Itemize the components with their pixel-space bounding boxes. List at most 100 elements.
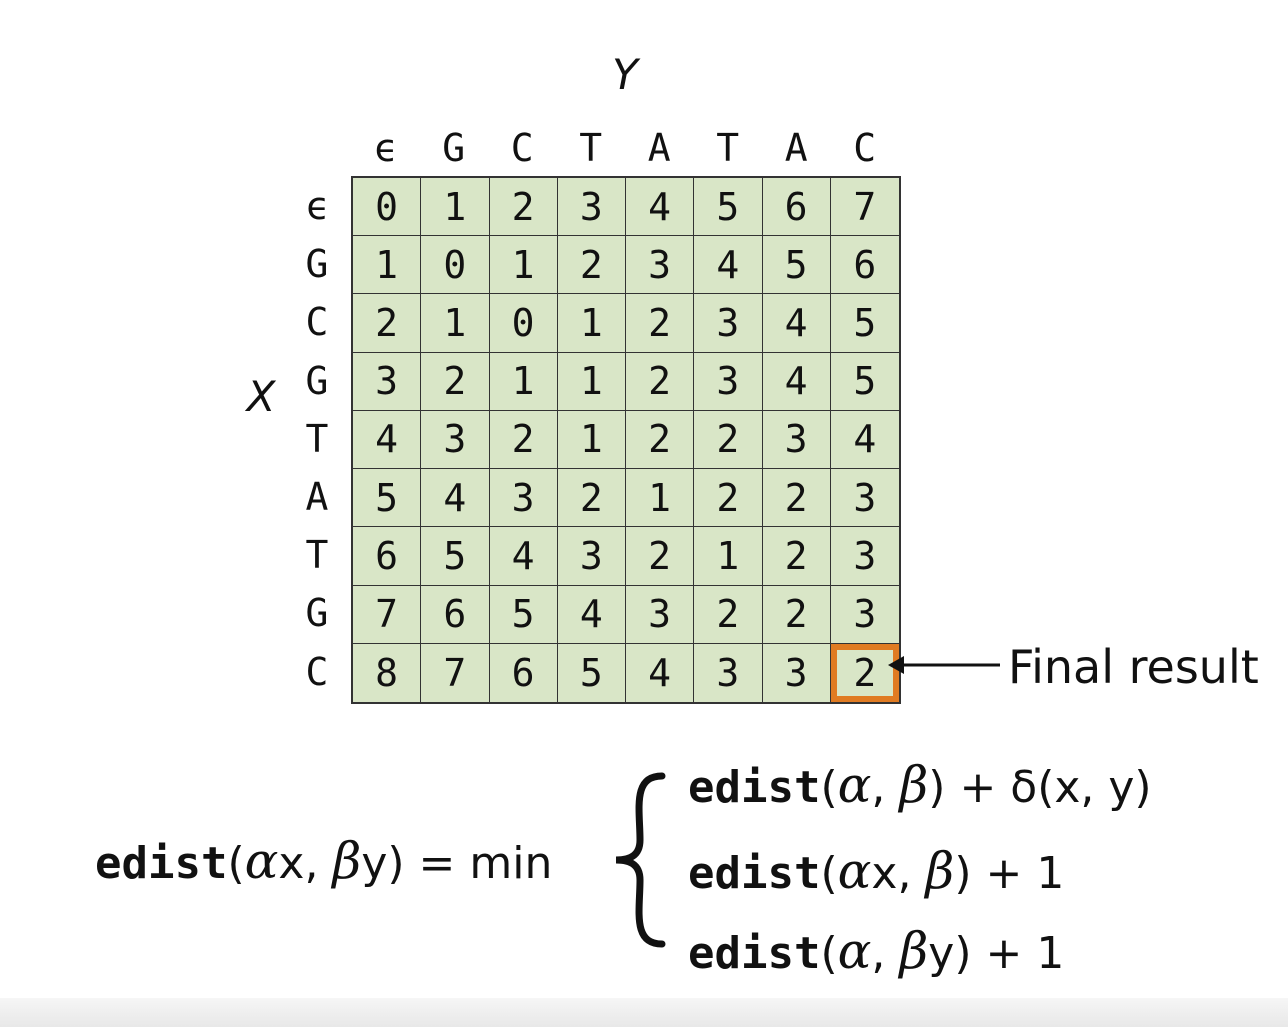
case-2-rest: + 1 (971, 848, 1065, 899)
beta-symbol: β (899, 922, 929, 980)
column-header: A (647, 126, 671, 170)
alpha-symbol: α (837, 756, 872, 814)
matrix-cell: 0 (353, 178, 422, 237)
matrix-cell: 6 (830, 236, 899, 295)
matrix-cell: 1 (489, 352, 558, 411)
alpha-symbol: α (244, 832, 279, 890)
matrix-cell: 2 (762, 469, 831, 528)
matrix-cell: 1 (421, 178, 490, 237)
matrix-cell: 0 (421, 236, 490, 295)
final-result-arrow (888, 656, 1000, 674)
matrix-cell: 5 (421, 527, 490, 586)
row-header: C (305, 649, 329, 694)
matrix-cell: 7 (421, 643, 490, 702)
case-3-rest: + 1 (971, 928, 1065, 979)
matrix-cell: 3 (830, 469, 899, 528)
edist-fn: edist (95, 838, 228, 889)
matrix-cell: 2 (557, 469, 626, 528)
matrix-cell: 5 (353, 469, 422, 528)
matrix-cell: 2 (626, 410, 695, 470)
matrix-cell: 2 (626, 294, 695, 353)
matrix-cell: 4 (557, 585, 626, 644)
matrix-cell: 1 (557, 294, 626, 353)
matrix-cell: 0 (489, 294, 558, 353)
row-header: G (305, 358, 329, 403)
matrix-cell: 3 (762, 410, 831, 470)
matrix-cell: 4 (421, 469, 490, 528)
matrix-cell: 6 (762, 178, 831, 237)
matrix-cell: 2 (557, 236, 626, 295)
x-axis-label: X (246, 372, 276, 421)
matrix-cell: 5 (489, 585, 558, 644)
matrix-cell: 5 (830, 353, 899, 411)
matrix-cell: 2 (421, 352, 490, 411)
matrix-cell: 1 (557, 352, 626, 411)
matrix-cell: 3 (353, 352, 422, 411)
formula-lhs: edist(αx, βy) = min (95, 832, 553, 890)
matrix-cell: 2 (353, 294, 422, 353)
matrix-cell: 4 (626, 643, 695, 702)
matrix-cell: 1 (421, 294, 490, 353)
row-header: A (305, 474, 329, 519)
matrix-cell: 3 (830, 586, 899, 644)
edist-fn: edist (688, 928, 821, 979)
matrix-cell: 3 (763, 643, 831, 702)
final-result-label: Final result (1008, 640, 1259, 694)
column-header: C (510, 126, 534, 170)
matrix-cell: 2 (762, 585, 831, 644)
matrix-cell: 5 (762, 236, 831, 295)
formula-case-1: edist(α, β) + δ(x, y) (688, 756, 1152, 814)
matrix-cell: 4 (353, 410, 422, 470)
matrix-cell: 7 (353, 585, 422, 644)
alpha-symbol: α (837, 922, 872, 980)
matrix-cell: 4 (489, 527, 558, 586)
matrix-cell: 2 (626, 527, 695, 586)
final-result-cell: 2 (831, 644, 899, 702)
matrix-cell: 3 (557, 178, 626, 237)
column-header: T (579, 126, 603, 170)
matrix-cell: 4 (762, 352, 831, 411)
matrix-cell: 2 (489, 178, 558, 237)
matrix-cell: 3 (694, 294, 763, 353)
matrix-cell: 3 (830, 527, 899, 586)
matrix-cell: 5 (830, 294, 899, 353)
edist-fn: edist (688, 848, 821, 899)
row-header: G (305, 591, 329, 636)
matrix-cell: 5 (694, 178, 763, 237)
matrix-cell: 2 (489, 410, 558, 470)
matrix-cell: 2 (694, 469, 763, 528)
matrix-cell: 2 (694, 585, 763, 644)
curly-brace (615, 772, 666, 948)
matrix-cell: 2 (626, 352, 695, 411)
matrix-cell: 3 (489, 469, 558, 528)
matrix-cell: 6 (421, 585, 490, 644)
edist-fn: edist (688, 762, 821, 813)
equals-min: = min (404, 838, 553, 889)
column-header: G (442, 126, 466, 170)
matrix-cell: 3 (557, 527, 626, 586)
matrix-cell: 3 (626, 236, 695, 295)
matrix-cell: 1 (353, 236, 422, 295)
matrix-cell: 4 (830, 411, 899, 470)
matrix-cell: 1 (694, 527, 763, 586)
column-header: A (784, 126, 808, 170)
case-1-rest: + δ(x, y) (945, 762, 1152, 813)
matrix-cell: 1 (489, 236, 558, 295)
matrix-cell: 4 (626, 178, 695, 237)
matrix-cell: 6 (353, 527, 422, 586)
beta-symbol: β (332, 832, 362, 890)
y-axis-label: Y (612, 50, 638, 99)
matrix-cell: 3 (421, 410, 490, 470)
video-bottom-bar (0, 998, 1288, 1027)
matrix-cell: 8 (353, 643, 422, 702)
row-header: T (305, 416, 329, 461)
formula-case-2: edist(αx, β) + 1 (688, 842, 1065, 900)
matrix-cell: 3 (694, 643, 763, 702)
matrix-cell: 3 (694, 352, 763, 411)
matrix-cell: 1 (626, 469, 695, 528)
row-header: C (305, 300, 329, 345)
matrix-cell: 4 (762, 294, 831, 353)
